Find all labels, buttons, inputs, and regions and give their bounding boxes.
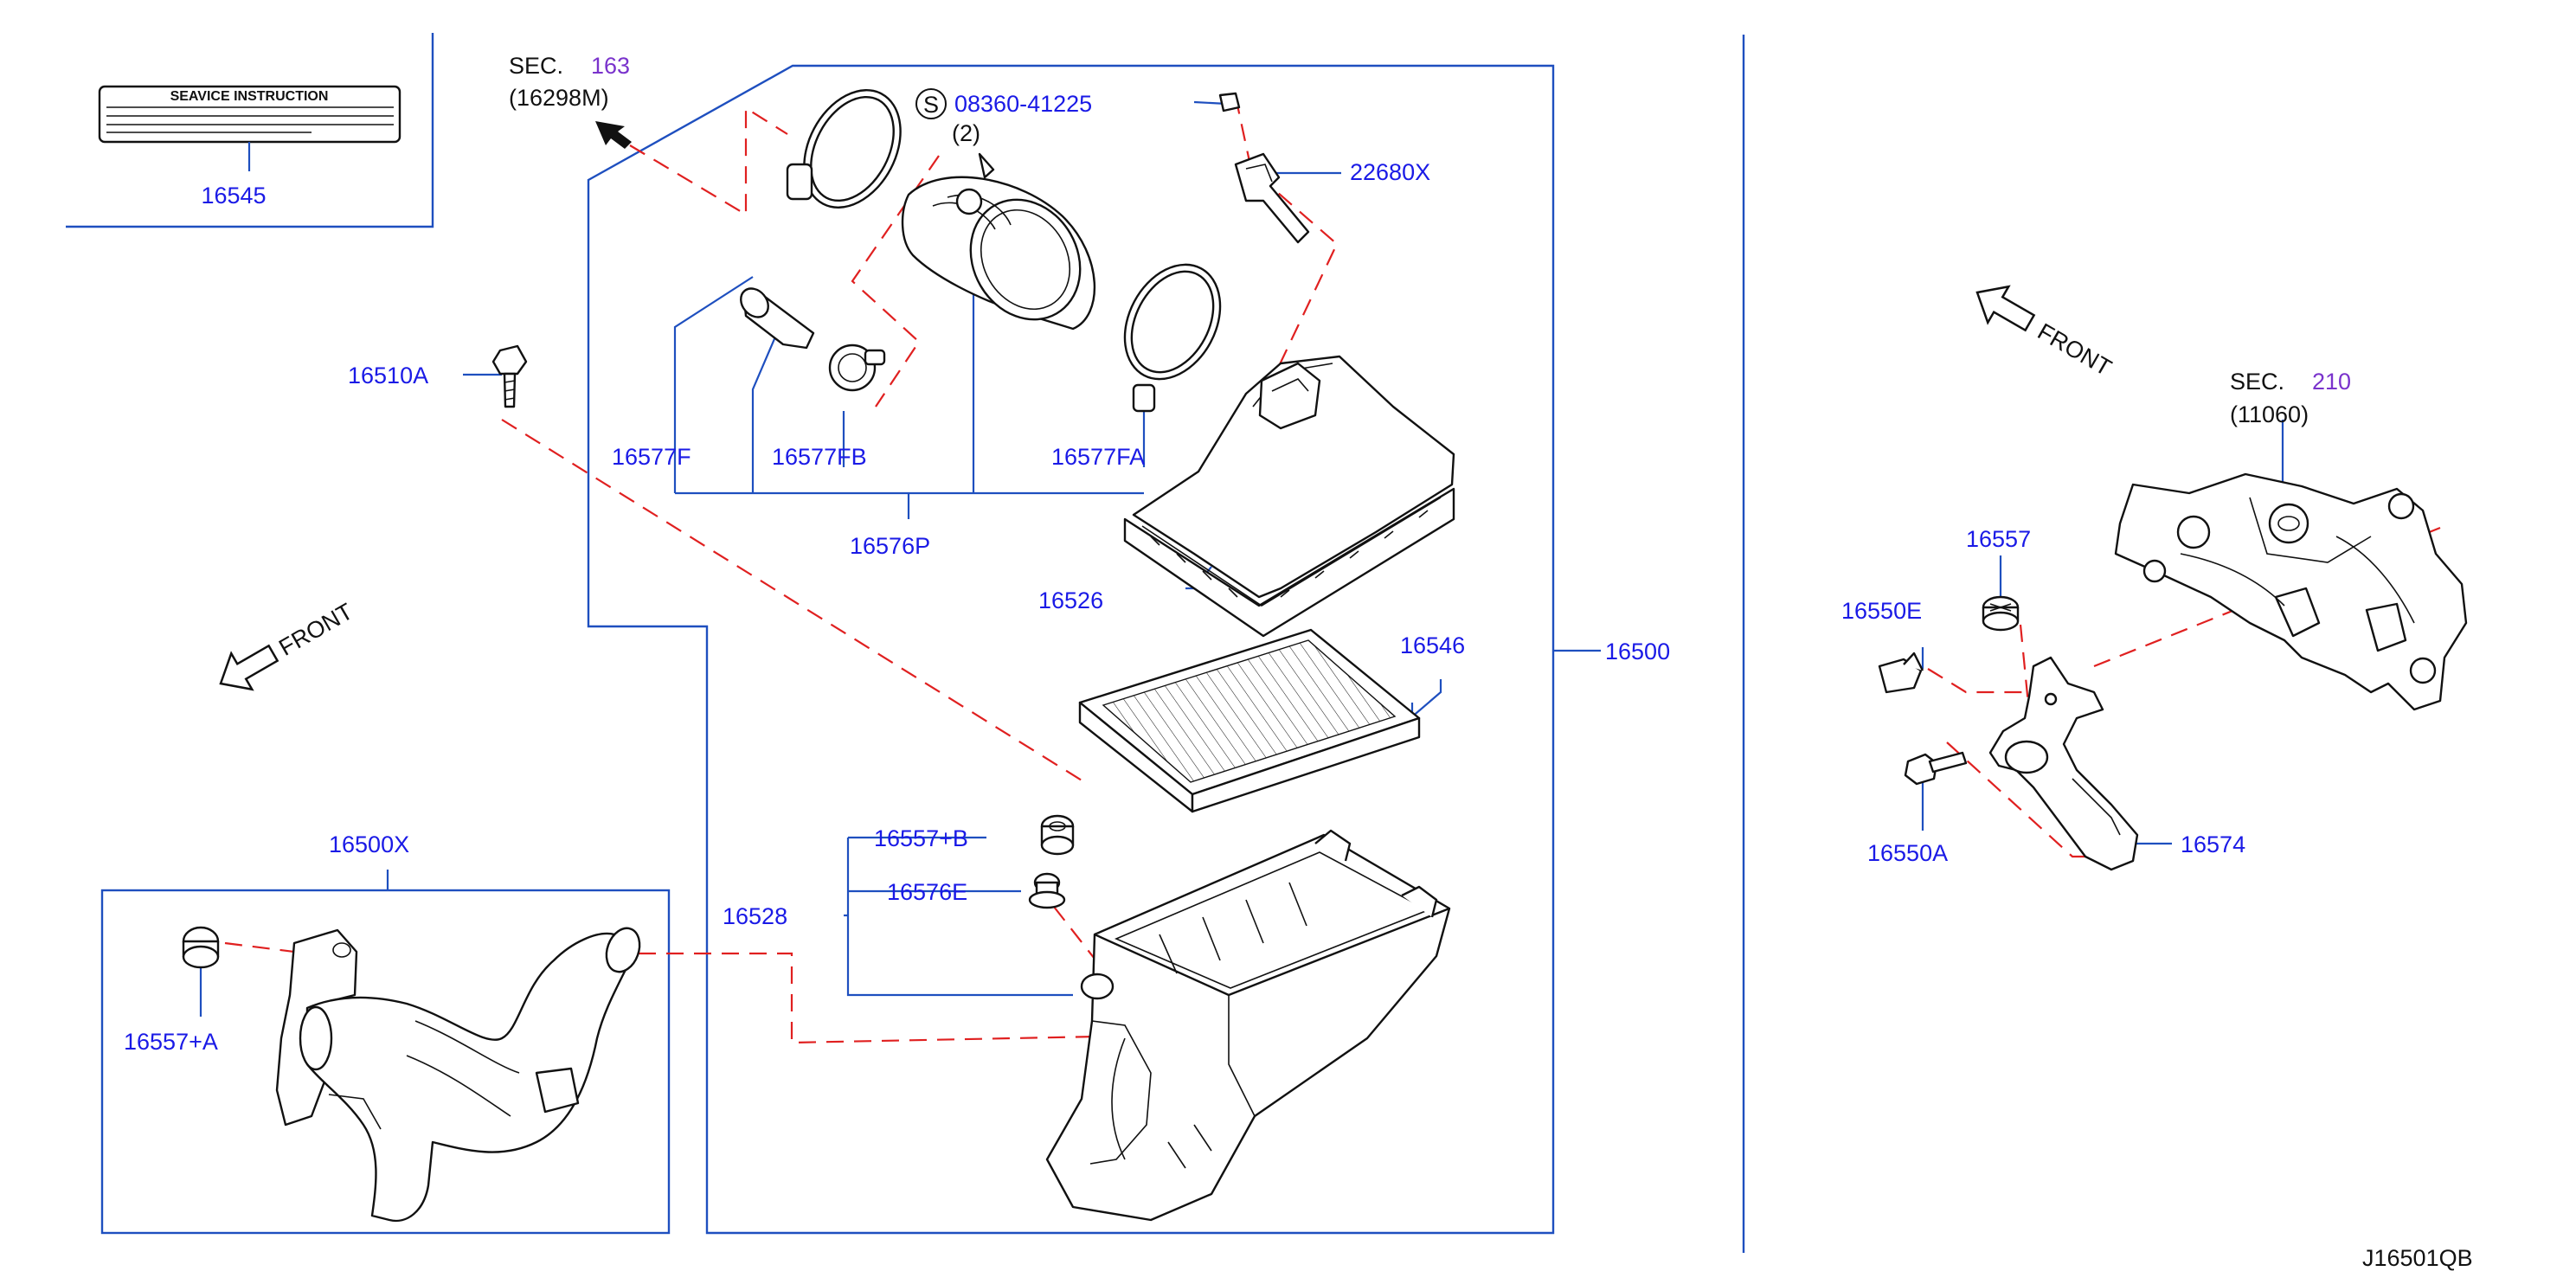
part-label-16577FA: 16577FA xyxy=(1051,444,1145,470)
part-label-16546: 16546 xyxy=(1400,632,1465,658)
part-label-16545: 16545 xyxy=(201,183,266,209)
front-label-right: FRONT xyxy=(2033,318,2117,381)
frame-lines xyxy=(66,33,1745,1253)
front-arrow-icon xyxy=(219,644,279,691)
part-label-16550E: 16550E xyxy=(1841,598,1922,624)
intake-duct-16576P xyxy=(901,152,1095,331)
sensor-22680X xyxy=(1218,92,1310,244)
part-label-16500: 16500 xyxy=(1605,639,1670,664)
stud-16576E xyxy=(1028,872,1066,909)
part-label-16526: 16526 xyxy=(1038,587,1103,613)
screw-symbol-letter: S xyxy=(923,92,939,118)
label-title: SEAVICE INSTRUCTION xyxy=(170,89,329,104)
sec-163-reference: SEC. 163 (16298M) xyxy=(509,53,632,149)
part-label-16574: 16574 xyxy=(2181,831,2245,857)
part-label-16557B: 16557+B xyxy=(874,825,968,851)
part-label-16557: 16557 xyxy=(1966,526,2031,552)
front-label-left: FRONT xyxy=(274,598,357,660)
part-label-16576P: 16576P xyxy=(850,533,930,559)
screw-symbol xyxy=(915,88,947,119)
front-arrow-left: FRONT xyxy=(219,598,357,691)
part-label-16510A: 16510A xyxy=(348,363,428,388)
duct-kit-16500X xyxy=(182,926,641,1223)
sec-163-ref: (16298M) xyxy=(509,85,609,111)
part-label-16528: 16528 xyxy=(723,903,787,929)
sec-163-number: 163 xyxy=(591,53,630,79)
water-outlet-sec210 xyxy=(2114,472,2468,711)
leader-lines xyxy=(199,100,2284,1017)
part-label-16576E: 16576E xyxy=(887,879,967,905)
sec-210-reference: SEC. 210 (11060) xyxy=(2230,369,2351,427)
hose-16577FB xyxy=(740,287,886,392)
label-frame xyxy=(66,33,434,228)
grommet-16557B xyxy=(1040,814,1075,856)
clamp-16577FA xyxy=(1123,263,1222,413)
arrow-icon xyxy=(595,121,632,149)
screw-callout: S 08360-41225 (2) xyxy=(915,88,1092,146)
clamp-16577F xyxy=(786,89,902,209)
sec-210-prefix: SEC. xyxy=(2230,369,2284,395)
front-arrow-icon xyxy=(1975,285,2036,332)
bolt-16510A xyxy=(491,344,528,408)
grommet-16557 xyxy=(1982,595,2020,632)
filter-element-16546 xyxy=(1078,628,1421,813)
bolt-16550A xyxy=(1904,751,1968,786)
sec-163-prefix: SEC. xyxy=(509,53,563,79)
screw-qty: (2) xyxy=(952,120,980,146)
cleaner-body-16528 xyxy=(1045,829,1451,1222)
part-label-16500X: 16500X xyxy=(329,831,409,857)
screw-part-number: 08360-41225 xyxy=(954,91,1092,117)
diagram-id: J16501QB xyxy=(2362,1245,2473,1271)
clip-16550E xyxy=(1878,652,1924,694)
cleaner-cover-16526 xyxy=(1123,355,1455,638)
main-assembly-frame xyxy=(587,64,1555,1235)
part-label-16550A: 16550A xyxy=(1867,840,1948,866)
part-label-16577FB: 16577FB xyxy=(772,444,867,470)
sec-210-number: 210 xyxy=(2312,369,2351,395)
service-instruction-label: SEAVICE INSTRUCTION 16545 xyxy=(98,85,401,209)
part-label-16557A: 16557+A xyxy=(124,1029,218,1055)
part-label-22680X: 22680X xyxy=(1350,159,1430,185)
sec-210-ref: (11060) xyxy=(2230,401,2309,427)
part-label-16577F: 16577F xyxy=(612,444,691,470)
duct-kit-frame xyxy=(100,889,671,1235)
part-labels: 22680X 16510A 16577F 16577FB 16577FA 165… xyxy=(124,159,2245,1055)
bracket-16574 xyxy=(1988,656,2139,871)
front-arrow-right: FRONT xyxy=(1975,285,2117,381)
